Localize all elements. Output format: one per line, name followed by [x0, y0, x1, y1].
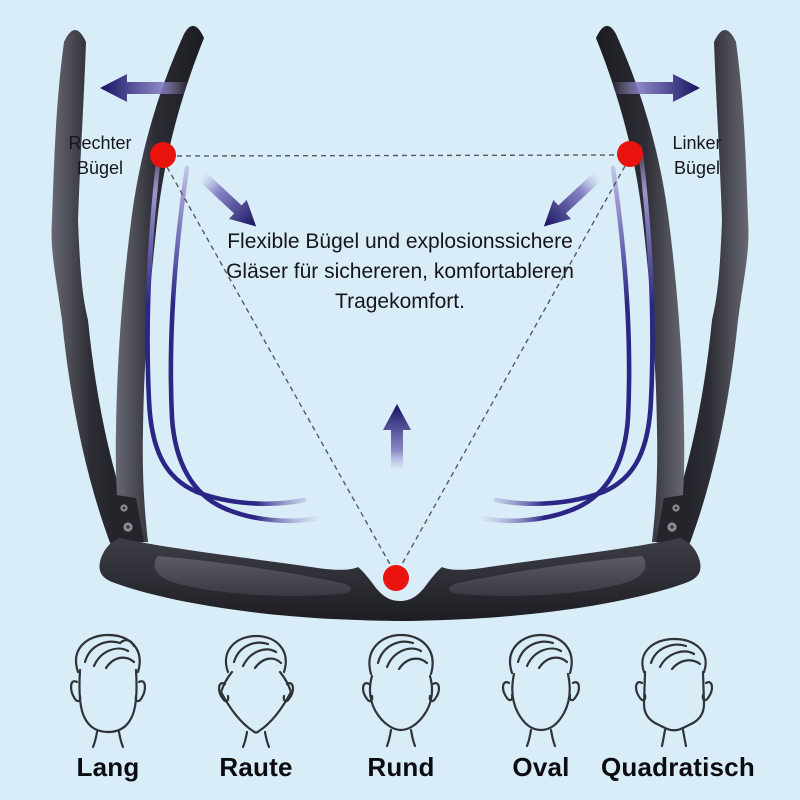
- arrow-down-right-icon: [198, 171, 257, 227]
- arrow-up-icon: [383, 404, 411, 470]
- face-shape-label-quadratisch: Quadratisch: [601, 752, 755, 782]
- description-line-2: Gläser für sichereren, komfortableren: [226, 260, 574, 283]
- left-lens: [154, 556, 351, 596]
- red-dot-marker-left-temple: [617, 141, 643, 167]
- face-shape-label-rund: Rund: [367, 752, 435, 782]
- frame-front: [99, 538, 701, 621]
- left-temple-label-line1: Linker: [672, 133, 722, 153]
- face-illustration-raute: [183, 628, 329, 750]
- dashed-guide-line-left: [166, 166, 392, 567]
- left-temple-label-line2: Bügel: [673, 158, 721, 178]
- right-lens: [449, 556, 646, 596]
- face-shapes-row: [0, 628, 800, 750]
- right-temple-label-line1: Rechter: [68, 133, 132, 153]
- description-line-3: Tragekomfort.: [335, 290, 465, 313]
- description-text: Flexible Bügel und explosionssichere Glä…: [170, 227, 630, 317]
- red-dot-marker-right-temple: [150, 142, 176, 168]
- right-temple-label: Rechter Bügel: [35, 131, 165, 181]
- face-shape-labels-row: Lang Raute Rund Oval Quadratisch: [0, 752, 800, 788]
- left-temple-label: Linker Bügel: [632, 131, 762, 181]
- face-illustration-oval: [468, 628, 614, 750]
- arrow-down-left-icon: [543, 171, 602, 227]
- description-line-1: Flexible Bügel und explosionssichere: [227, 230, 573, 253]
- face-illustration-rund: [328, 628, 474, 750]
- dashed-guide-line-top: [176, 154, 618, 157]
- face-shape-label-oval: Oval: [512, 752, 570, 782]
- right-temple-label-line2: Bügel: [76, 158, 124, 178]
- face-shape-label-raute: Raute: [219, 752, 293, 782]
- face-illustration-lang: [35, 628, 181, 750]
- face-shape-label-lang: Lang: [76, 752, 140, 782]
- face-illustration-quadratisch: [601, 628, 747, 750]
- red-dot-marker-bridge: [383, 565, 409, 591]
- dashed-guide-line-right: [400, 165, 626, 567]
- arrow-right-icon: [612, 74, 700, 102]
- arrow-left-icon: [100, 74, 188, 102]
